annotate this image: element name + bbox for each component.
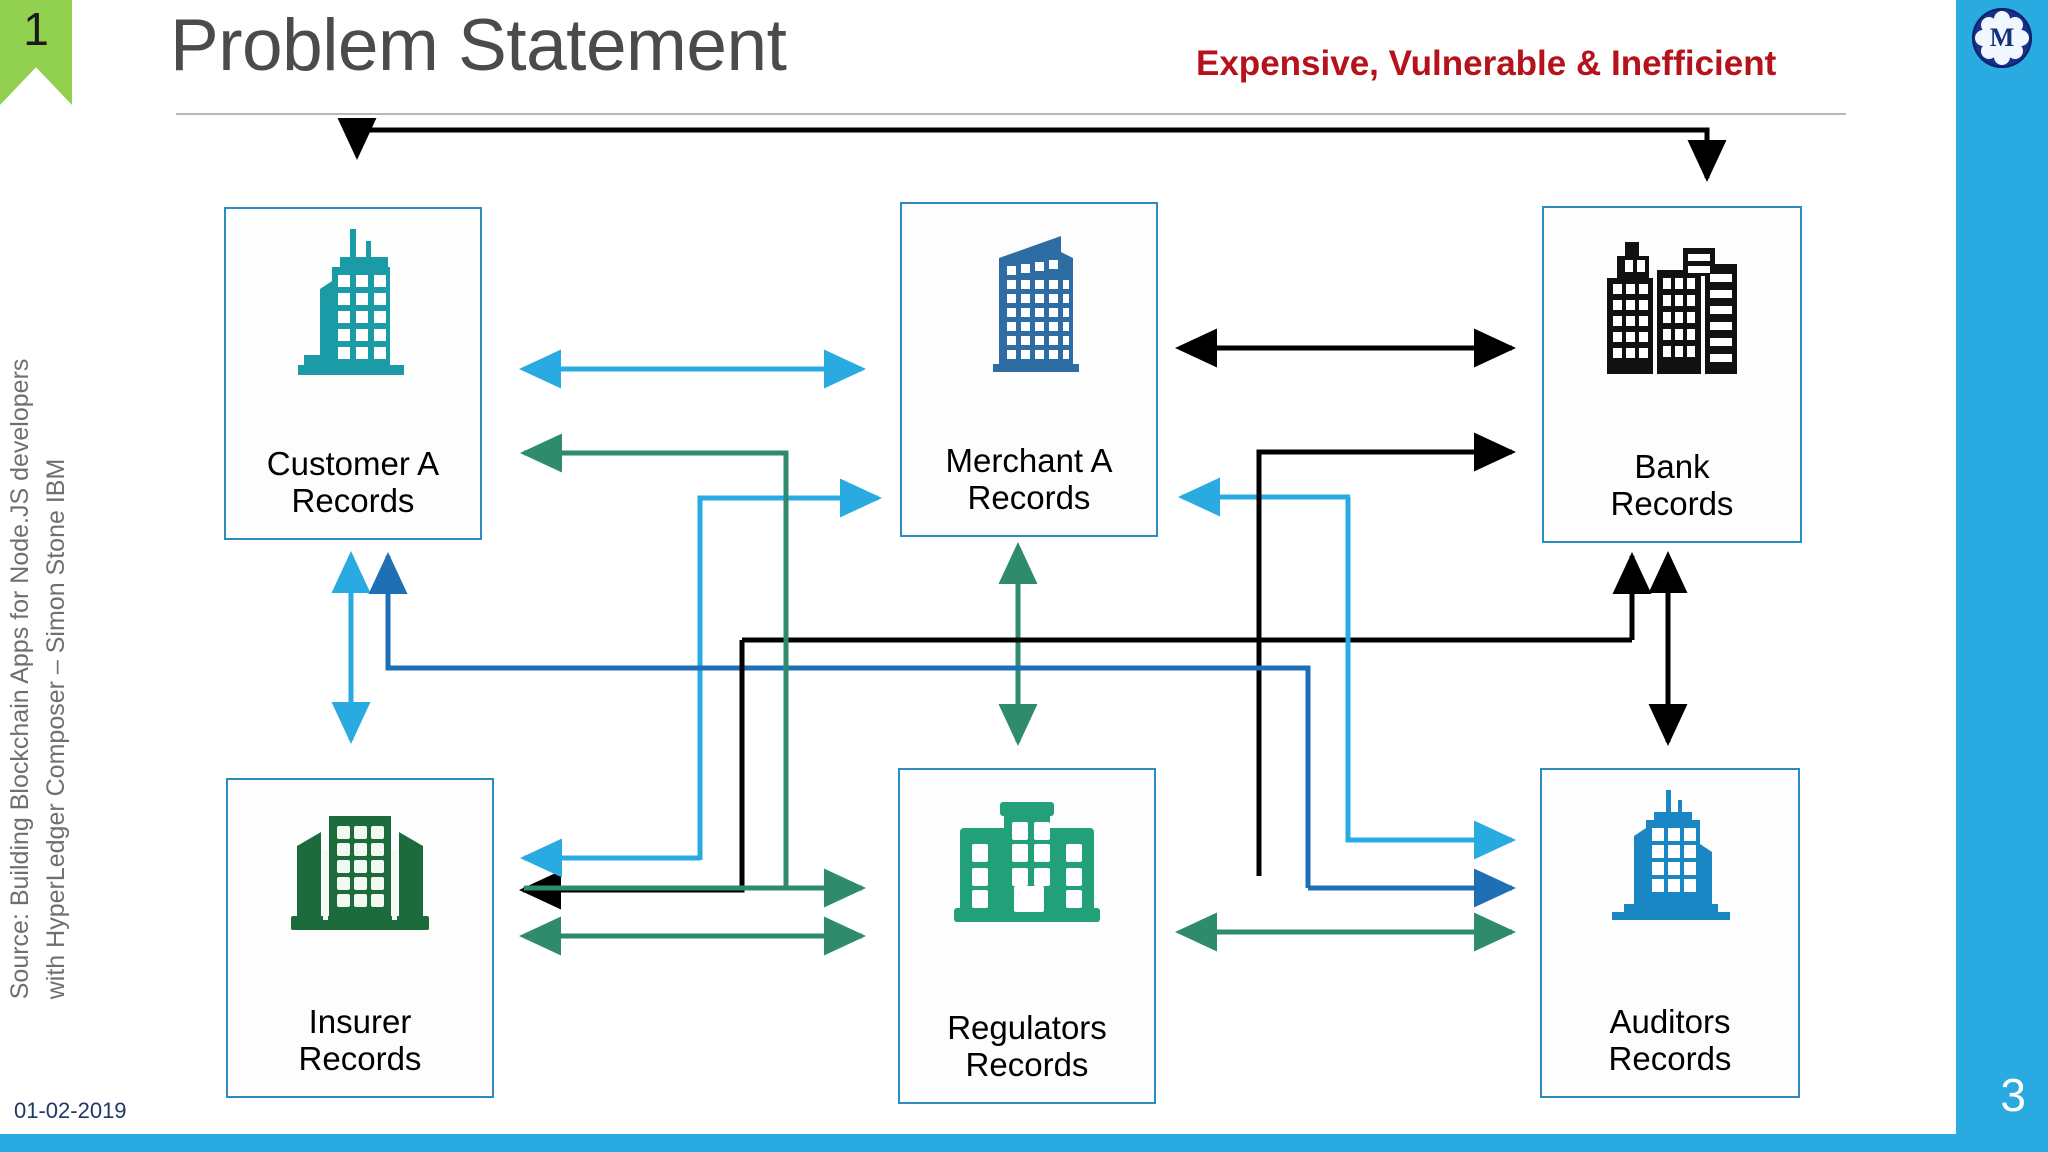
node-merchant-label-line2: Records [967, 479, 1091, 517]
node-auditor-inner: Auditors Records [1542, 770, 1798, 1096]
right-accent-notch [1932, 0, 1956, 1060]
connector-customer-bank-top [337, 118, 1727, 183]
buildings-black-icon [1607, 242, 1737, 374]
organization-logo: M [1972, 8, 2032, 68]
page-title: Problem Statement [170, 5, 787, 86]
node-merchant-inner: Merchant A Records [902, 204, 1156, 535]
logo-rosette-icon [1972, 8, 2032, 68]
title-divider [176, 113, 1846, 115]
section-number-label: 1 [23, 3, 49, 55]
building-lightblue-icon [1612, 790, 1730, 920]
node-customer-inner: Customer A Records [226, 209, 480, 538]
node-regulator-label-wrap: Regulators Records [900, 1009, 1154, 1084]
node-bank-records[interactable]: Bank Records [1542, 206, 1802, 543]
node-merchant-records[interactable]: Merchant A Records [900, 202, 1158, 537]
source-credit-line2: with HyperLedger Composer – Simon Stone … [42, 458, 70, 1000]
node-customer-records[interactable]: Customer A Records [224, 207, 482, 540]
connector-regulator-insurer-black [518, 640, 745, 910]
node-insurer-label-line1: Insurer [308, 1003, 412, 1041]
slide-number: 3 [2000, 1069, 2026, 1121]
node-insurer-inner: Insurer Records [228, 780, 492, 1096]
node-customer-label-line1: Customer A [266, 445, 440, 483]
page-subtitle: Expensive, Vulnerable & Inefficient [1196, 44, 1777, 83]
node-merchant-label-wrap: Merchant A Records [902, 442, 1156, 517]
connector-merchant-customer-green [519, 433, 789, 473]
source-credit: Source: Building Blockchain Apps for Nod… [2, 139, 75, 1000]
logo-monogram: M [1989, 23, 2015, 52]
node-insurer-records[interactable]: Insurer Records [226, 778, 494, 1098]
building-teal-icon [298, 229, 404, 375]
node-insurer-label-line2: Records [298, 1040, 422, 1078]
node-regulator-inner: Regulators Records [900, 770, 1154, 1102]
node-customer-label-line2: Records [291, 482, 415, 520]
building-green-icon [954, 802, 1100, 922]
connector-regulator-bank [1256, 432, 1517, 876]
node-bank-label-line1: Bank [1634, 448, 1710, 486]
node-auditor-label-wrap: Auditors Records [1542, 1003, 1798, 1078]
node-customer-label-wrap: Customer A Records [226, 445, 480, 520]
building-blue-icon [993, 236, 1079, 372]
connector-bank-auditor-lightblue [1345, 497, 1517, 860]
slide-date: 01-02-2019 [14, 1098, 127, 1123]
node-auditor-label-line1: Auditors [1609, 1003, 1731, 1041]
node-merchant-label-line1: Merchant A [945, 442, 1113, 480]
connector-insurer-merchant [697, 478, 883, 860]
connector-auditor-customer [368, 551, 1311, 888]
node-bank-inner: Bank Records [1544, 208, 1800, 541]
node-auditor-label-line2: Records [1608, 1040, 1732, 1078]
node-insurer-label-wrap: Insurer Records [228, 1003, 492, 1078]
node-regulator-label-line2: Records [965, 1046, 1089, 1084]
node-auditor-records[interactable]: Auditors Records [1540, 768, 1800, 1098]
node-bank-label-wrap: Bank Records [1544, 448, 1800, 523]
node-regulator-records[interactable]: Regulators Records [898, 768, 1156, 1104]
footer-accent-bar [0, 1134, 1956, 1152]
right-accent-bar [1956, 0, 2048, 1152]
node-bank-label-line2: Records [1610, 485, 1734, 523]
node-regulator-label-line1: Regulators [947, 1009, 1107, 1047]
source-credit-line1: Source: Building Blockchain Apps for Nod… [5, 358, 34, 1000]
building-darkgreen-icon [291, 816, 429, 930]
